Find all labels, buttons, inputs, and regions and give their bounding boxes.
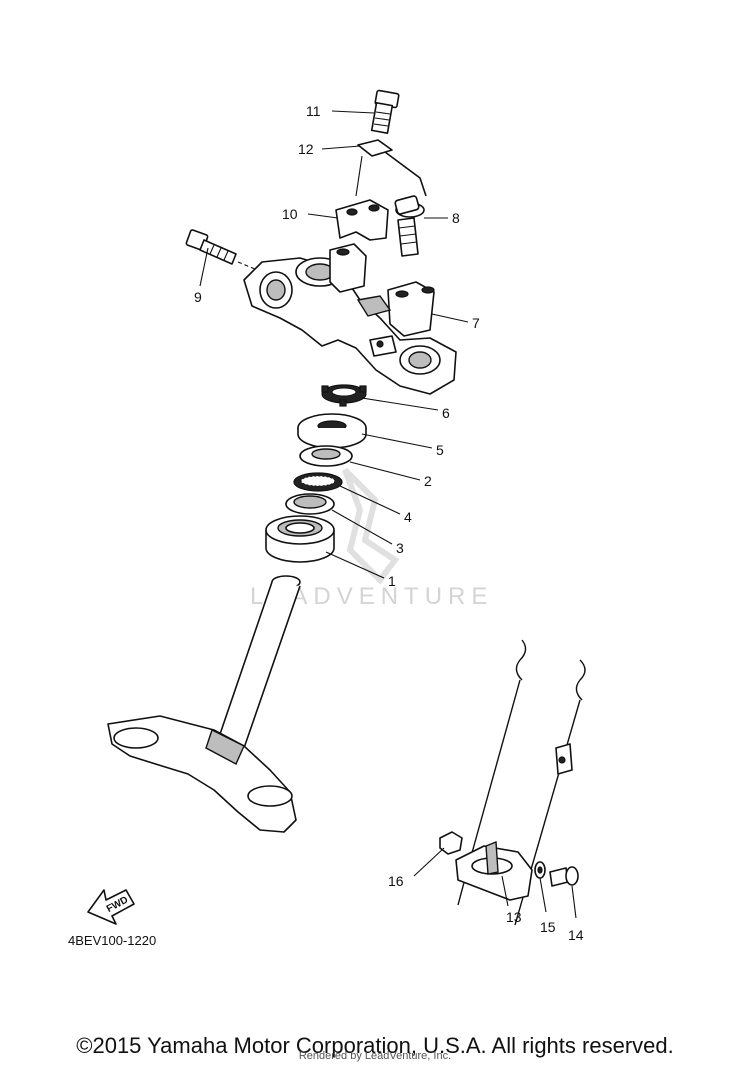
fwd-arrow: FWD: [87, 889, 135, 925]
fork-leg-inset: [457, 639, 586, 926]
callout-11: 11: [306, 103, 321, 119]
callout-8: 8: [452, 210, 460, 226]
part-11-bolt: [370, 89, 400, 134]
callout-6: 6: [442, 405, 450, 421]
exploded-view-diagram: LEADVENTURE: [68, 89, 586, 948]
callout-12: 12: [298, 141, 314, 157]
diagram-code: 4BEV100-1220: [68, 933, 156, 948]
part-5-bearing-cover: [297, 413, 367, 449]
part-15-washer: [534, 861, 546, 879]
callout-5: 5: [436, 442, 444, 458]
watermark-logo-icon: [342, 467, 400, 585]
callout-9: 9: [194, 289, 202, 305]
callout-10: 10: [282, 206, 298, 222]
part-16-nut: [439, 831, 463, 855]
steering-stem-under-bracket: [107, 575, 301, 833]
part-10-handlebar-holder-upper: [335, 199, 389, 241]
callout-13: 13: [506, 909, 522, 925]
callout-labels: 11 12 10 8 9 7 6 5 2 4 3 1 16 13 15 14: [194, 103, 584, 943]
part-2-race: [299, 445, 353, 467]
fwd-arrow-icon: [87, 889, 135, 925]
callout-7: 7: [472, 315, 480, 331]
part-13-clamp: [455, 840, 533, 901]
callout-16: 16: [388, 873, 404, 889]
rendered-by-notice: Rendered by LeadVenture, Inc.: [298, 1050, 452, 1062]
copyright-notice: ©2015 Yamaha Motor Corporation, U.S.A. A…: [76, 1033, 674, 1058]
callout-3: 3: [396, 540, 404, 556]
part-6-ring-nut: [321, 384, 367, 407]
callout-2: 2: [424, 473, 432, 489]
part-8-bolt: [394, 195, 425, 257]
part-7-upper-bracket: [243, 243, 457, 395]
part-1-lower-bearing: [265, 515, 335, 563]
part-4-ball-bearing: [293, 472, 343, 492]
part-14-bolt: [549, 866, 579, 887]
leader-lines: [199, 110, 577, 919]
callout-1: 1: [388, 573, 396, 589]
callout-4: 4: [404, 509, 412, 525]
callout-14: 14: [568, 927, 584, 943]
callout-15: 15: [540, 919, 556, 935]
part-9-bolt: [185, 229, 263, 273]
part-3-race: [285, 493, 335, 515]
part-12-bracket: [355, 139, 427, 197]
